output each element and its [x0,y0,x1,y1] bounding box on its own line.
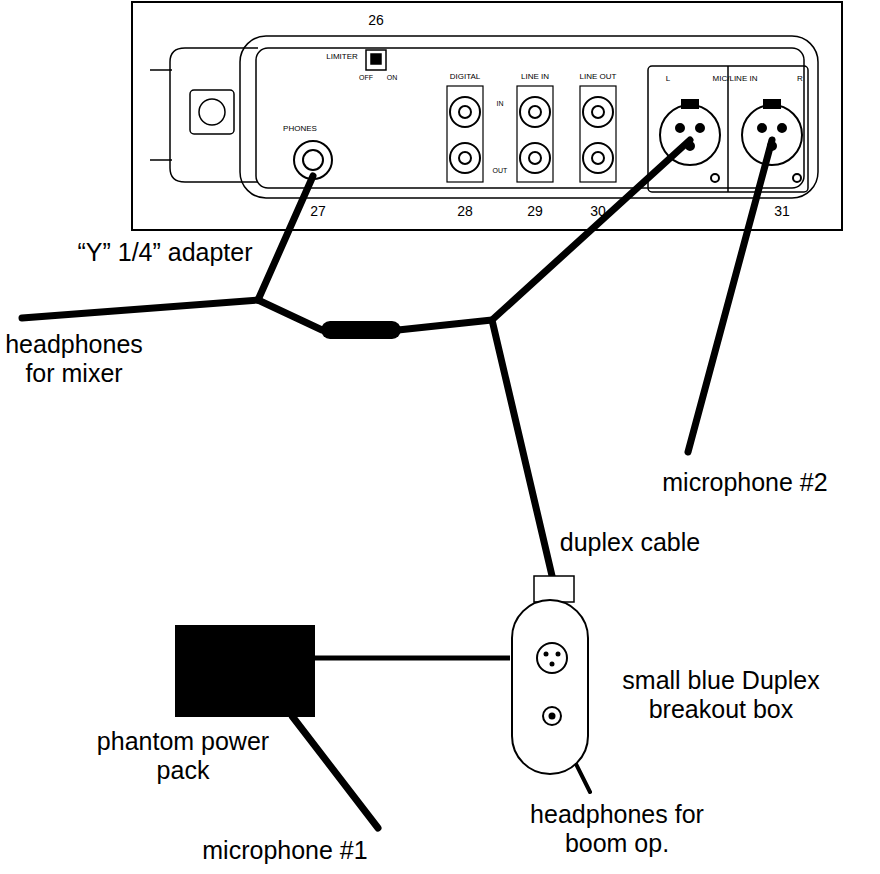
rca-jacks [447,86,616,182]
breakout-connector [534,576,574,602]
microphone-2-cable [688,140,772,452]
cable-connector [315,656,510,661]
panel-marking: ON [387,74,398,82]
breakout-outline [510,598,590,776]
breakout-box: small blue Duplex breakout box [510,598,590,776]
xlr-pin [544,652,549,657]
duplex-cable [492,140,690,580]
breakout-oval [512,600,588,774]
panel-marking: DIGITAL [450,72,481,81]
mixer-headphone-cable [22,300,258,318]
power-pack: phantom power pack [175,625,315,717]
recorder-body [240,36,818,198]
node-label: small blue Duplex breakout box [606,666,836,724]
xlr-pin [550,662,555,667]
duplex-headphone-cable [258,300,492,330]
callout-number: 28 [457,203,473,219]
xlr-inputs [660,100,802,182]
panel-marking: OUT [493,167,508,175]
panel-marking: MIC/LINE IN [713,74,758,83]
inline-plug [330,321,392,339]
panel-marking: LINE IN [521,72,549,81]
callout-label: “Y” 1/4” adapter [75,238,254,267]
panel-marking: R [797,74,803,83]
callout-label: headphones for boom op. [510,800,724,858]
callout-number: 29 [527,203,543,219]
callout-number: 31 [774,203,790,219]
panel-marking: IN [497,100,504,108]
callout-label: duplex cable [558,528,702,557]
headphone-port [543,707,561,725]
panel-marking: PHONES [283,124,317,133]
headphone-port-inner [549,713,556,720]
xlr-port [537,643,567,673]
panel-marking: LIMITER [326,52,358,61]
callout-label: microphone #2 [660,468,829,497]
callout-label: microphone #1 [200,836,369,865]
y-adapter-cable [258,176,313,300]
node-label: phantom power pack [83,727,283,785]
xlr-pin [556,652,561,657]
limiter-switch [366,50,386,70]
callout-number: 27 [310,203,326,219]
callout-number: 30 [590,203,606,219]
callout-label: headphones for mixer [0,330,151,388]
callout-number: 26 [368,12,384,28]
panel-frame [132,2,842,230]
panel-marking: OFF [359,74,373,82]
microphone-1-cable [292,716,378,828]
mounting-bracket [150,48,258,182]
panel-marking: L [666,74,670,83]
panel-marking: LINE OUT [580,72,617,81]
